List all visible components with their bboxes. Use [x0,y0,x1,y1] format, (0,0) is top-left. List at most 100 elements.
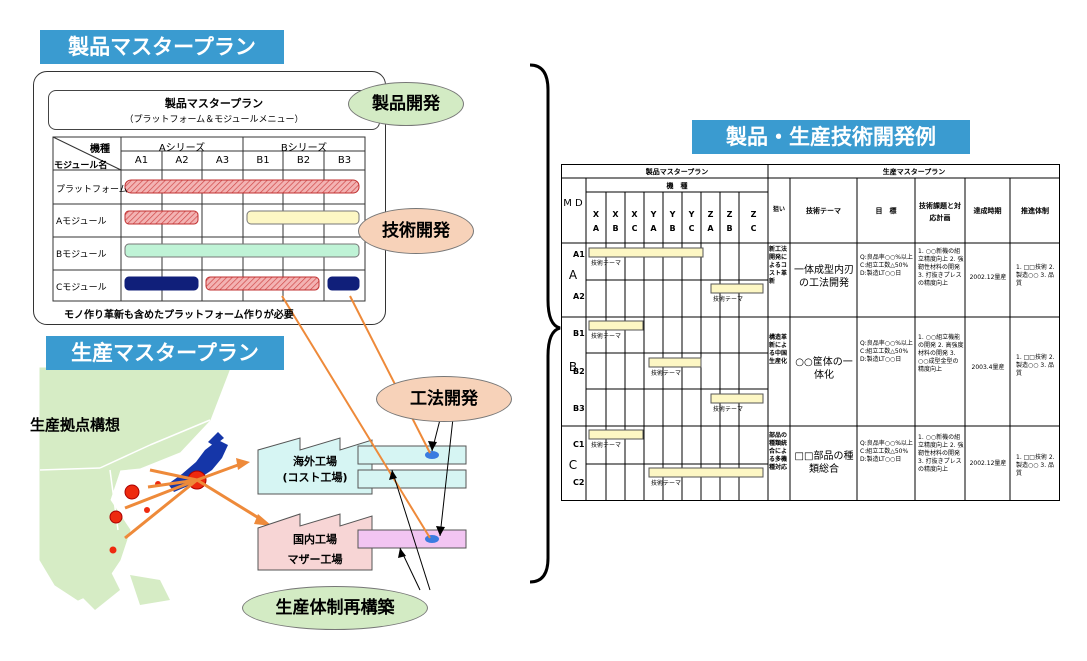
oval-product-development: 製品開発 [348,82,464,126]
sub-b3: B3 [573,404,585,413]
bar-a1 [588,247,704,258]
theme-a: 一体成型内刃の工法開発 [794,265,854,289]
group-b-letter: B [568,360,578,374]
overseas-factory-label: 海外工場 (コスト工場) [262,454,368,486]
china-factory-dot-2 [109,510,123,524]
bar-label-a2: 技術テーマ [713,296,744,303]
sub-c2: C2 [573,478,585,487]
bar-b2 [648,357,702,368]
domestic-factory-line2: マザー工場 [287,553,343,566]
model-a3: A3 [215,155,230,166]
model-a2: A2 [175,155,189,166]
bar-label-b1: 技術テーマ [591,333,622,340]
overseas-factory-line1: 海外工場 [293,455,337,468]
bar-label-a1: 技術テーマ [591,260,622,267]
org-c: 1. □□技術 2. 製造○○ 3. 品質 [1016,454,1055,477]
sub-b2: B2 [573,367,585,376]
hdr-product-plan: 製品マスタープラン [645,168,709,176]
time-b: 2003.4量産 [971,364,1005,371]
sub-a1: A1 [573,250,585,259]
process-marker-overseas [425,451,439,459]
model-b2: B2 [296,155,311,166]
row-c-module: Cモジュール [56,283,107,293]
row-b-module: Bモジュール [56,250,107,260]
group-c-letter: C [568,458,578,472]
china-factory-dot-1 [124,484,140,500]
issue-a: 1. ○○新機の組立精度向上 2. 強靭性材料の開発 3. 打抜きプレスの精度向… [918,248,964,287]
sub-a2: A2 [573,292,585,301]
china-factory-dot-3 [144,507,150,513]
sub-b1: B1 [573,329,585,338]
series-b-label: Bシリーズ [280,143,328,154]
overseas-factory-line2: (コスト工場) [282,471,348,484]
hdr-issue: 技術課題と対応計画 [919,202,961,222]
sub-c1: C1 [573,440,585,449]
sea-factory-dot [109,546,117,554]
dev-table-grid [561,164,1060,501]
time-a: 2002.12量産 [969,274,1007,281]
panel-title: 製品マスタープラン [164,97,264,110]
oval-process-development: 工法開発 [376,376,512,422]
goal-c: Q:良品率○○%以上 C:組立工数△50% D:製造LT○○日 [860,440,913,463]
bar-c2 [648,467,764,478]
theme-b: ○○筐体の一体化 [795,357,853,381]
time-c: 2002.12量産 [969,460,1007,467]
goal-a: Q:良品率○○%以上 C:組立工数△50% D:製造LT○○日 [860,254,913,277]
theme-c: □□部品の種類総合 [794,451,854,475]
bar-b3 [710,393,764,404]
domestic-factory-label: 国内工場 マザー工場 [262,530,368,570]
bar-c1 [588,429,644,440]
goal-b: Q:良品率○○%以上 C:組立工数△50% D:製造LT○○日 [860,340,913,363]
series-a-label: Aシリーズ [158,143,206,154]
production-base-concept-label: 生産拠点構想 [30,416,121,434]
domestic-factory-line1: 国内工場 [293,533,337,546]
domestic-factory-shape [257,513,373,571]
panel-subtitle: （プラットフォーム＆モジュールメニュー） [124,115,304,125]
bar-label-b2: 技術テーマ [651,370,682,377]
hdr-time: 達成時期 [973,207,1002,215]
bar-b1 [588,320,644,331]
diag-header-bottom: モジュール名 [54,161,108,171]
a-module-bar-2 [246,210,360,225]
c-module-bar-1 [124,276,199,291]
hdr-md: M D [563,198,583,209]
platform-bar [124,179,360,194]
model-a1: A1 [134,155,149,166]
issue-b: 1. ○○組立機能の開発 2. 高強度材料の開発 3. ○○成型金型の精度向上 [918,334,964,373]
bar-label-b3: 技術テーマ [713,406,744,413]
b-module-bar [124,243,360,258]
aim-a: 新工法開発によるコスト革新 [769,246,788,285]
aim-c: 部品の種類統合による多機種対応 [769,432,788,471]
hdr-org: 推進体制 [1021,207,1049,215]
hdr-theme: 技術テーマ [806,207,841,215]
hdr-production-plan: 生産マスタープラン [882,168,946,176]
hdr-model: 機 種 [666,182,688,190]
bar-label-c1: 技術テーマ [591,442,622,449]
oval-production-restructure: 生産体制再構築 [242,586,428,630]
overseas-factory-shape [257,437,373,495]
aim-b: 構造革新による中国生産化 [769,334,788,365]
issue-c: 1. ○○新機の組立精度向上 2. 強靭性材料の開発 3. 打抜きプレスの精度向… [918,434,964,473]
process-marker-domestic [425,535,439,543]
model-b1: B1 [256,155,270,166]
diag-header-top: 機種 [90,144,110,155]
bar-a2 [710,283,764,294]
panel-footer: モノ作り革新も含めたプラットフォーム作りが必要 [64,310,294,321]
org-a: 1. □□技術 2. 製造○○ 3. 品質 [1016,264,1055,287]
a-module-bar-1 [124,210,199,225]
group-a-letter: A [568,268,578,282]
org-b: 1. □□技術 2. 製造○○ 3. 品質 [1016,354,1055,377]
product-master-plan-title: 製品マスタープラン [40,30,284,64]
bar-label-c2: 技術テーマ [651,480,682,487]
model-b3: B3 [337,155,352,166]
japan-shape [168,440,228,492]
